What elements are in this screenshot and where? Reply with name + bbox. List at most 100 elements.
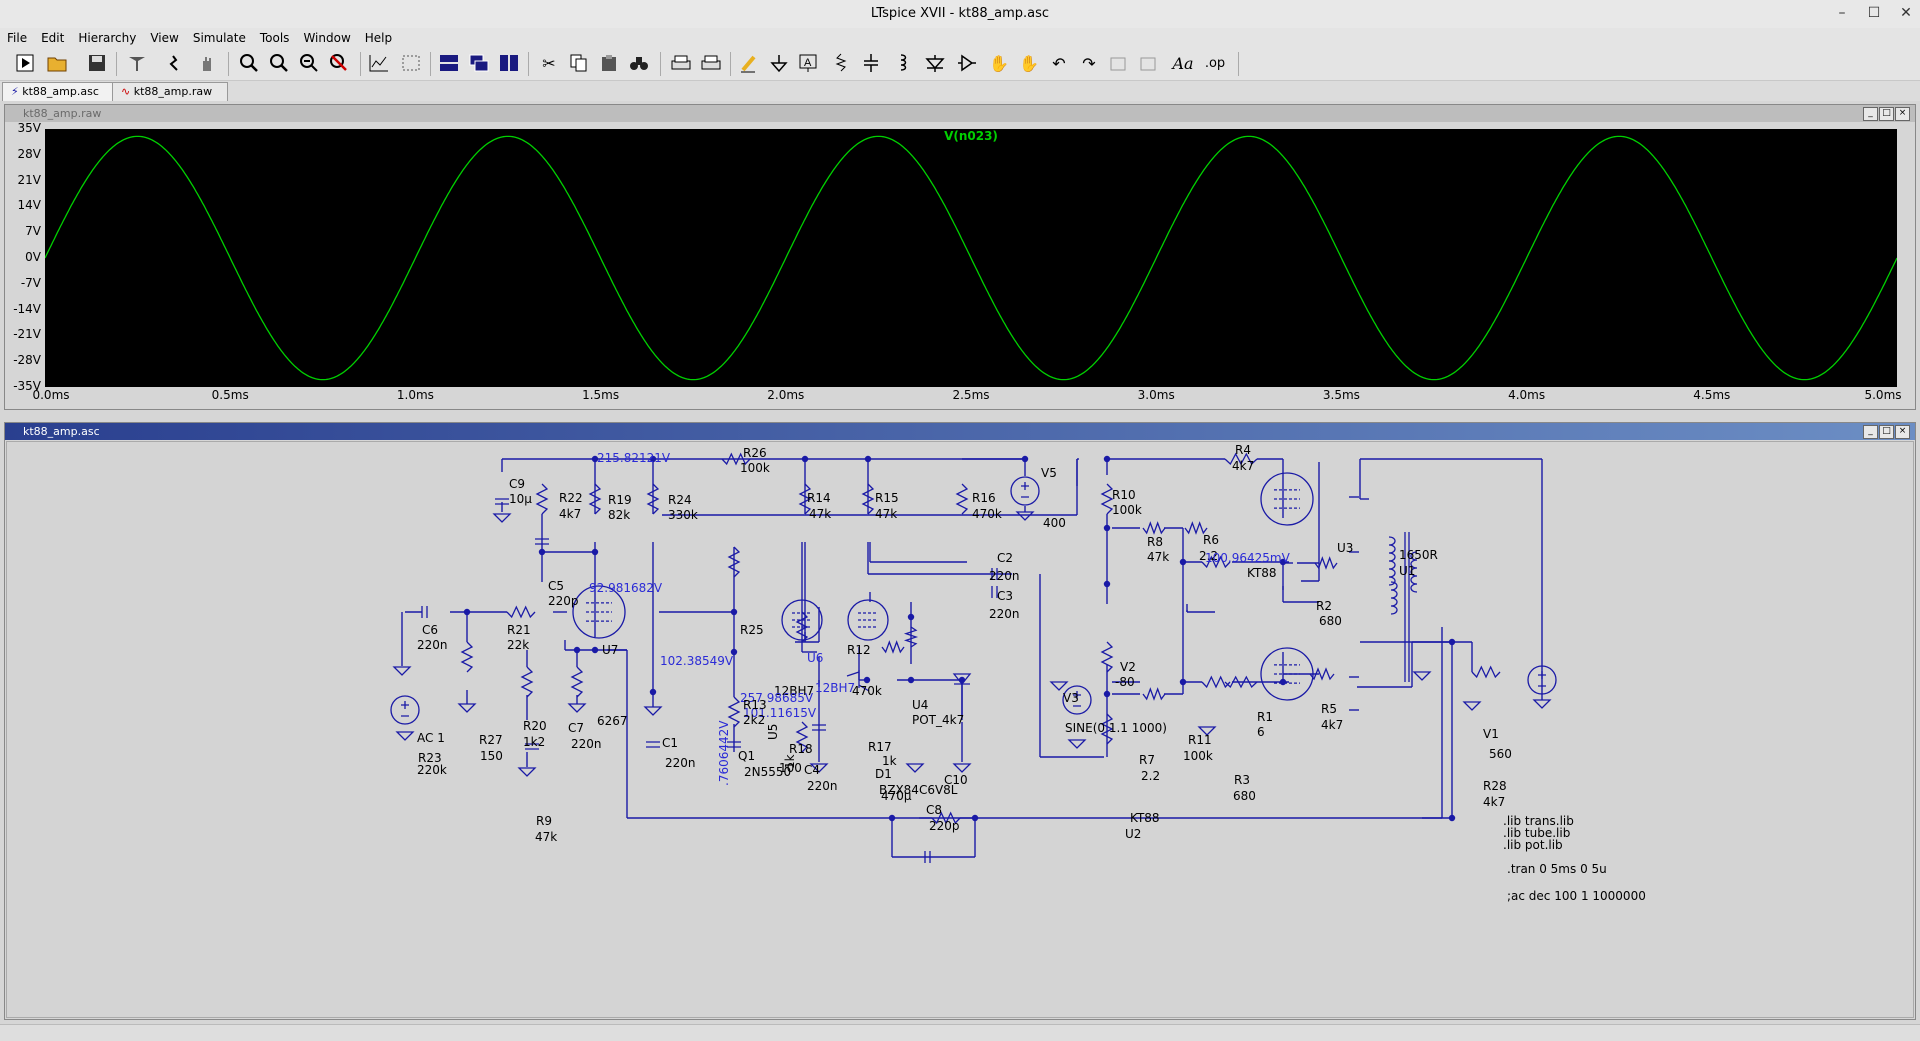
capacitor[interactable] xyxy=(924,851,931,863)
minimize-button[interactable]: – xyxy=(1838,5,1846,21)
voltage-source[interactable] xyxy=(1527,665,1557,695)
capacitor[interactable] xyxy=(812,724,826,731)
waveform-close-button[interactable]: × xyxy=(1895,107,1910,121)
resistor[interactable] xyxy=(506,605,536,619)
schematic-label[interactable]: R7 xyxy=(1139,753,1155,767)
schematic-label[interactable]: 257.98685V xyxy=(740,691,814,705)
schematic-label[interactable]: 100.96425mV xyxy=(1205,551,1291,565)
rotate-icon[interactable] xyxy=(1106,50,1132,76)
resistor[interactable] xyxy=(727,546,741,578)
zoom-out-icon[interactable] xyxy=(296,50,322,76)
schematic-label[interactable]: U6 xyxy=(807,651,823,665)
schematic-label[interactable]: 100 xyxy=(779,761,802,775)
resistor[interactable] xyxy=(1142,521,1166,535)
control-panel-icon[interactable] xyxy=(124,50,150,76)
schematic-label[interactable]: R28 xyxy=(1483,779,1507,793)
schematic-label[interactable]: R25 xyxy=(740,623,764,637)
schematic-label[interactable]: KT88 xyxy=(1130,811,1160,825)
schematic-label[interactable]: 1k xyxy=(783,754,797,769)
zoom-fit-icon[interactable] xyxy=(266,50,292,76)
cascade-icon[interactable] xyxy=(466,50,492,76)
schematic-label[interactable]: U5 xyxy=(766,724,780,740)
schematic-label[interactable]: R12 xyxy=(847,643,871,657)
menu-hierarchy[interactable]: Hierarchy xyxy=(78,31,137,45)
resistor[interactable] xyxy=(1224,452,1258,466)
menu-help[interactable]: Help xyxy=(364,31,393,45)
schematic-label[interactable]: 150 xyxy=(480,749,503,763)
zener-diode[interactable] xyxy=(952,673,972,686)
spice-directive[interactable]: .tran 0 5ms 0 5u xyxy=(1507,862,1607,876)
capacitor-icon[interactable] xyxy=(858,50,884,76)
schematic-label[interactable]: 220n xyxy=(989,607,1020,621)
capacitor[interactable] xyxy=(646,741,660,748)
schematic-label[interactable]: 92.981682V xyxy=(589,581,663,595)
schematic-label[interactable]: 330k xyxy=(668,508,698,522)
schematic-label[interactable]: 47k xyxy=(875,507,897,521)
menu-file[interactable]: File xyxy=(7,31,28,45)
save-icon[interactable] xyxy=(84,50,110,76)
schematic-label[interactable]: KT88 xyxy=(1247,566,1277,580)
schematic-label[interactable]: C5 xyxy=(548,579,564,593)
resistor[interactable] xyxy=(460,641,474,673)
schematic-label[interactable]: R5 xyxy=(1321,702,1337,716)
schematic-label[interactable]: R18 xyxy=(789,742,813,756)
capacitor[interactable] xyxy=(991,586,998,598)
schematic-label[interactable]: 215.82121V xyxy=(597,451,671,465)
schematic-label[interactable]: R24 xyxy=(668,493,692,507)
schematic-label[interactable]: U1 xyxy=(1399,564,1415,578)
schematic-label[interactable]: 560 xyxy=(1489,747,1512,761)
menu-simulate[interactable]: Simulate xyxy=(192,31,246,45)
schematic-label[interactable]: 47k xyxy=(809,507,831,521)
resistor[interactable] xyxy=(795,721,809,753)
schematic-label[interactable]: 6267 xyxy=(597,714,628,728)
schematic-label[interactable]: V3 xyxy=(1063,691,1079,705)
schematic-label[interactable]: 1650R xyxy=(1399,548,1438,562)
schematic-label[interactable]: C4 xyxy=(804,763,820,777)
menu-edit[interactable]: Edit xyxy=(41,31,65,45)
schematic-label[interactable]: C3 xyxy=(997,589,1013,603)
schematic-label[interactable]: 220p xyxy=(548,594,579,608)
schematic-label[interactable]: 47k xyxy=(535,830,557,844)
vacuum-tube[interactable] xyxy=(572,585,626,639)
resistor[interactable] xyxy=(1201,675,1231,689)
capacitor[interactable] xyxy=(525,743,539,750)
schematic-label[interactable]: V5 xyxy=(1041,466,1057,480)
schematic-label[interactable]: R20 xyxy=(523,719,547,733)
schematic-label[interactable]: R11 xyxy=(1188,733,1212,747)
schematic-label[interactable]: 220p xyxy=(929,819,960,833)
schematic-label[interactable]: 220n xyxy=(417,638,448,652)
schematic-label[interactable]: C6 xyxy=(422,623,438,637)
spice-directive[interactable]: .lib trans.lib xyxy=(1503,814,1574,828)
waveform-plot[interactable]: V(n023) xyxy=(44,129,1898,387)
waveform-minimize-button[interactable]: _ xyxy=(1863,107,1878,121)
schematic-label[interactable]: U3 xyxy=(1337,541,1353,555)
schematic-minimize-button[interactable]: _ xyxy=(1863,425,1878,439)
schematic-label[interactable]: 100k xyxy=(1112,503,1142,517)
schematic-label[interactable]: R13 xyxy=(743,698,767,712)
ground-icon[interactable] xyxy=(766,50,792,76)
schematic-label[interactable]: U4 xyxy=(912,698,928,712)
capacitor[interactable] xyxy=(991,568,998,580)
schematic-label[interactable]: 102.38549V xyxy=(660,654,734,668)
schematic-label[interactable]: 82k xyxy=(608,508,630,522)
schematic-label[interactable]: 2k2 xyxy=(743,713,765,727)
schematic-label[interactable]: POT_4k7 xyxy=(912,713,964,727)
schematic-label[interactable]: R21 xyxy=(507,623,531,637)
schematic-label[interactable]: 470k xyxy=(972,507,1002,521)
schematic-label[interactable]: R27 xyxy=(479,733,503,747)
label-net-icon[interactable]: A xyxy=(796,50,822,76)
schematic-label[interactable]: 220k xyxy=(417,763,447,777)
resistor[interactable] xyxy=(903,626,919,648)
capacitor[interactable] xyxy=(535,538,549,545)
schematic-label[interactable]: R15 xyxy=(875,491,899,505)
voltage-source[interactable] xyxy=(390,695,420,725)
schematic-label[interactable]: R22 xyxy=(559,491,583,505)
resistor[interactable] xyxy=(588,483,602,515)
resistor[interactable] xyxy=(1100,641,1114,673)
open-icon[interactable] xyxy=(44,50,70,76)
schematic-label[interactable]: 100k xyxy=(740,461,770,475)
halt-icon[interactable] xyxy=(194,50,220,76)
resistor[interactable] xyxy=(931,811,961,825)
